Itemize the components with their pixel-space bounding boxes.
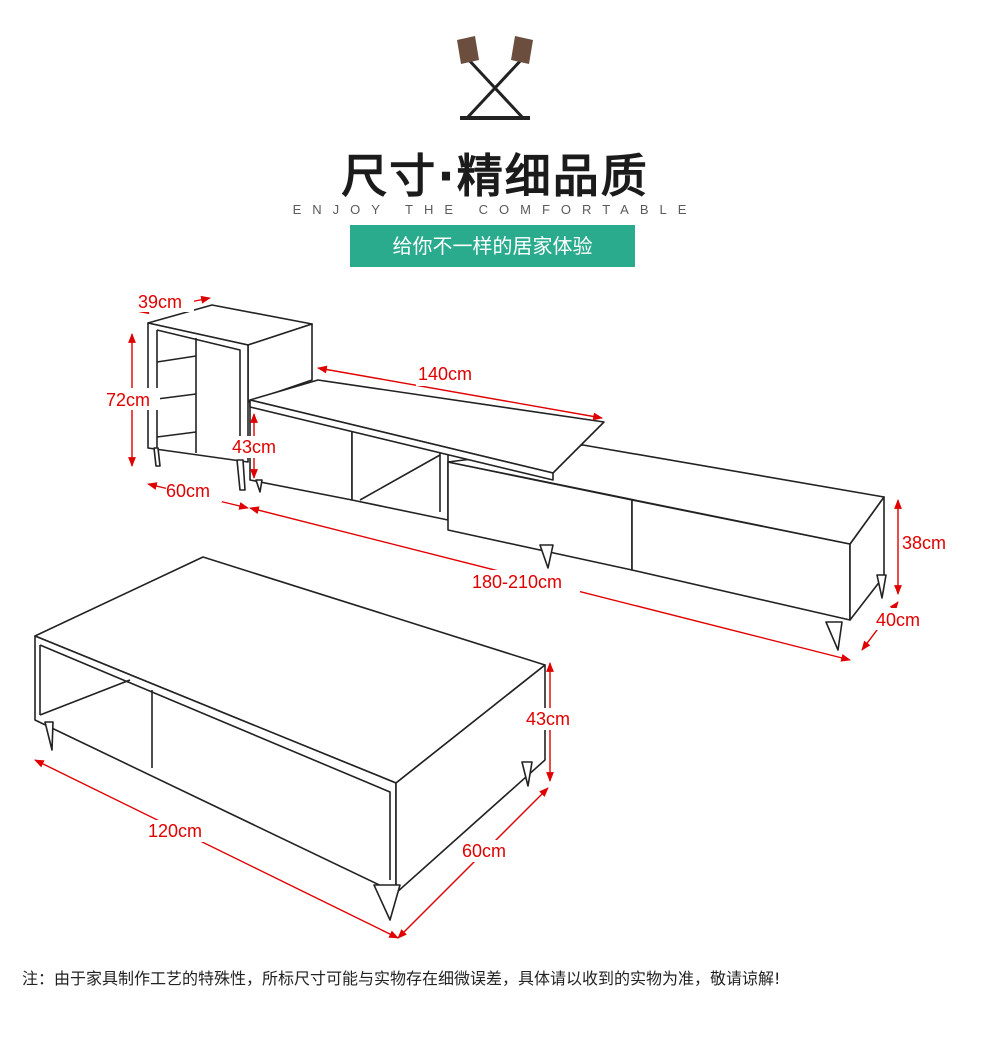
furniture-dimension-diagram: 39cm 72cm 60cm 140cm 43cm 180-210cm 38cm… — [34, 290, 958, 939]
disclaimer-note: 注：由于家具制作工艺的特殊性，所标尺寸可能与实物存在细微误差，具体请以收到的实物… — [22, 969, 781, 988]
header: 尺寸·精细品质 ENJOY THE COMFORTABLE 给你不一样的居家体验 — [0, 0, 990, 280]
dim-tv-upper-height: 43cm — [232, 437, 276, 457]
dim-tv-depth: 40cm — [876, 610, 920, 630]
dim-side-width: 60cm — [166, 481, 210, 501]
dim-table-height: 43cm — [526, 709, 570, 729]
dim-tv-length: 180-210cm — [472, 572, 562, 592]
page-subtitle: ENJOY THE COMFORTABLE — [292, 202, 698, 217]
coffee-table — [34, 556, 546, 921]
crossed-lamps-icon — [457, 36, 533, 120]
page-title: 尺寸·精细品质 — [341, 149, 649, 203]
slogan-badge: 给你不一样的居家体验 — [350, 225, 635, 267]
dim-tv-top-length: 140cm — [418, 364, 472, 384]
dim-table-depth: 60cm — [462, 841, 506, 861]
dim-side-depth: 39cm — [138, 292, 182, 312]
dim-tv-height: 38cm — [902, 533, 946, 553]
side-cabinet — [147, 304, 313, 491]
dim-table-length: 120cm — [148, 821, 202, 841]
dim-side-height: 72cm — [106, 390, 150, 410]
dimension-labels: 39cm 72cm 60cm 140cm 43cm 180-210cm 38cm… — [106, 290, 958, 862]
